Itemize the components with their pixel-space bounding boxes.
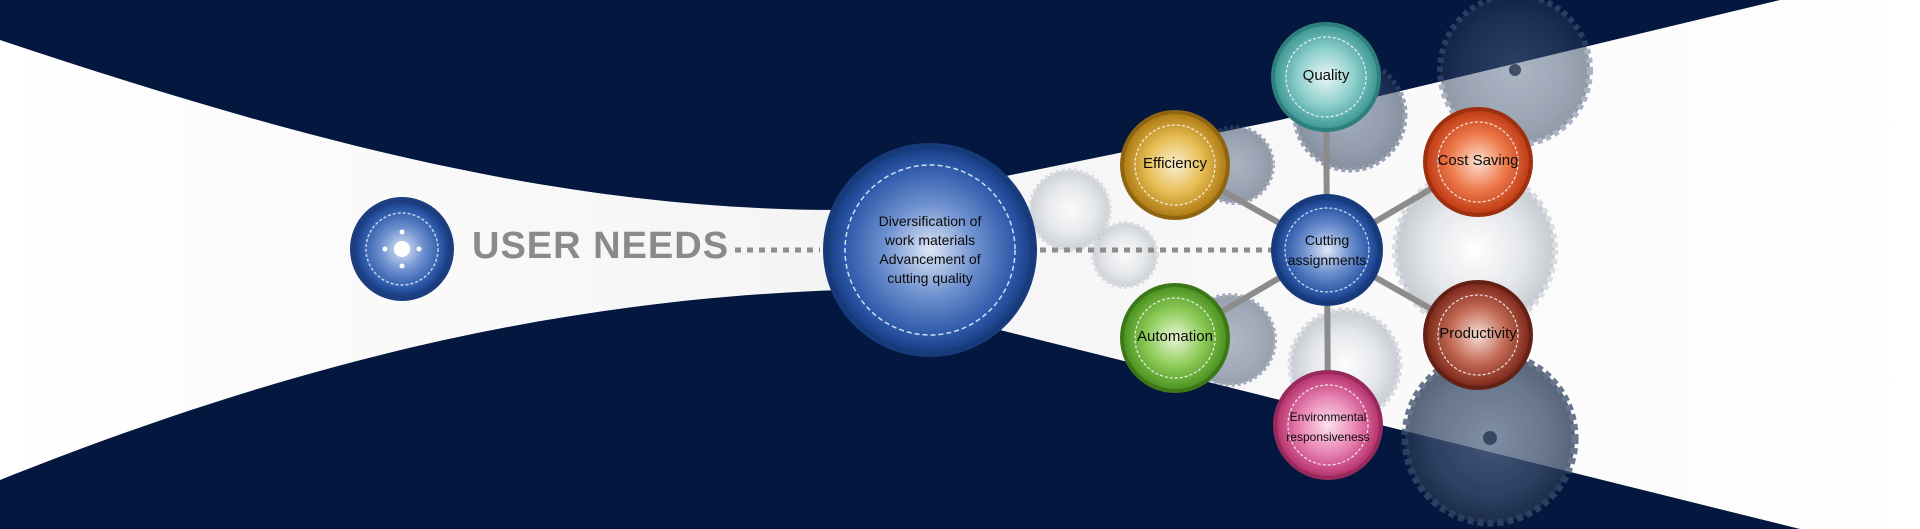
hub-node-label: Cutting assignments (1272, 230, 1382, 270)
satellite-quality (1271, 22, 1381, 132)
start-node (350, 197, 454, 301)
hub-node (1271, 194, 1383, 306)
center-line-2: work materials (884, 232, 976, 248)
environmental-label: Environmental responsiveness (1268, 407, 1388, 447)
satellite-environmental (1273, 370, 1383, 480)
center-node-label: Diversification of work materials Advanc… (845, 212, 1015, 288)
satellite-efficiency (1120, 110, 1230, 220)
center-line-3: Advancement of (879, 251, 981, 267)
diagram-title: USER NEEDS (472, 225, 730, 267)
center-line-1: Diversification of (878, 213, 982, 229)
cost-saving-label: Cost Saving (1437, 152, 1519, 169)
environmental-line-2: responsiveness (1286, 430, 1370, 444)
hub-line-1: Cutting (1304, 232, 1350, 248)
center-node (823, 143, 1037, 357)
center-line-4: cutting quality (887, 270, 973, 286)
efficiency-label: Efficiency (1143, 155, 1207, 172)
satellite-productivity (1423, 280, 1533, 390)
quality-label: Quality (1302, 67, 1350, 84)
productivity-label: Productivity (1439, 325, 1517, 342)
satellite-cost-saving (1423, 107, 1533, 217)
hub-line-2: assignments (1287, 252, 1367, 268)
automation-label: Automation (1137, 328, 1213, 345)
satellite-automation (1120, 283, 1230, 393)
environmental-line-1: Environmental (1289, 410, 1367, 424)
